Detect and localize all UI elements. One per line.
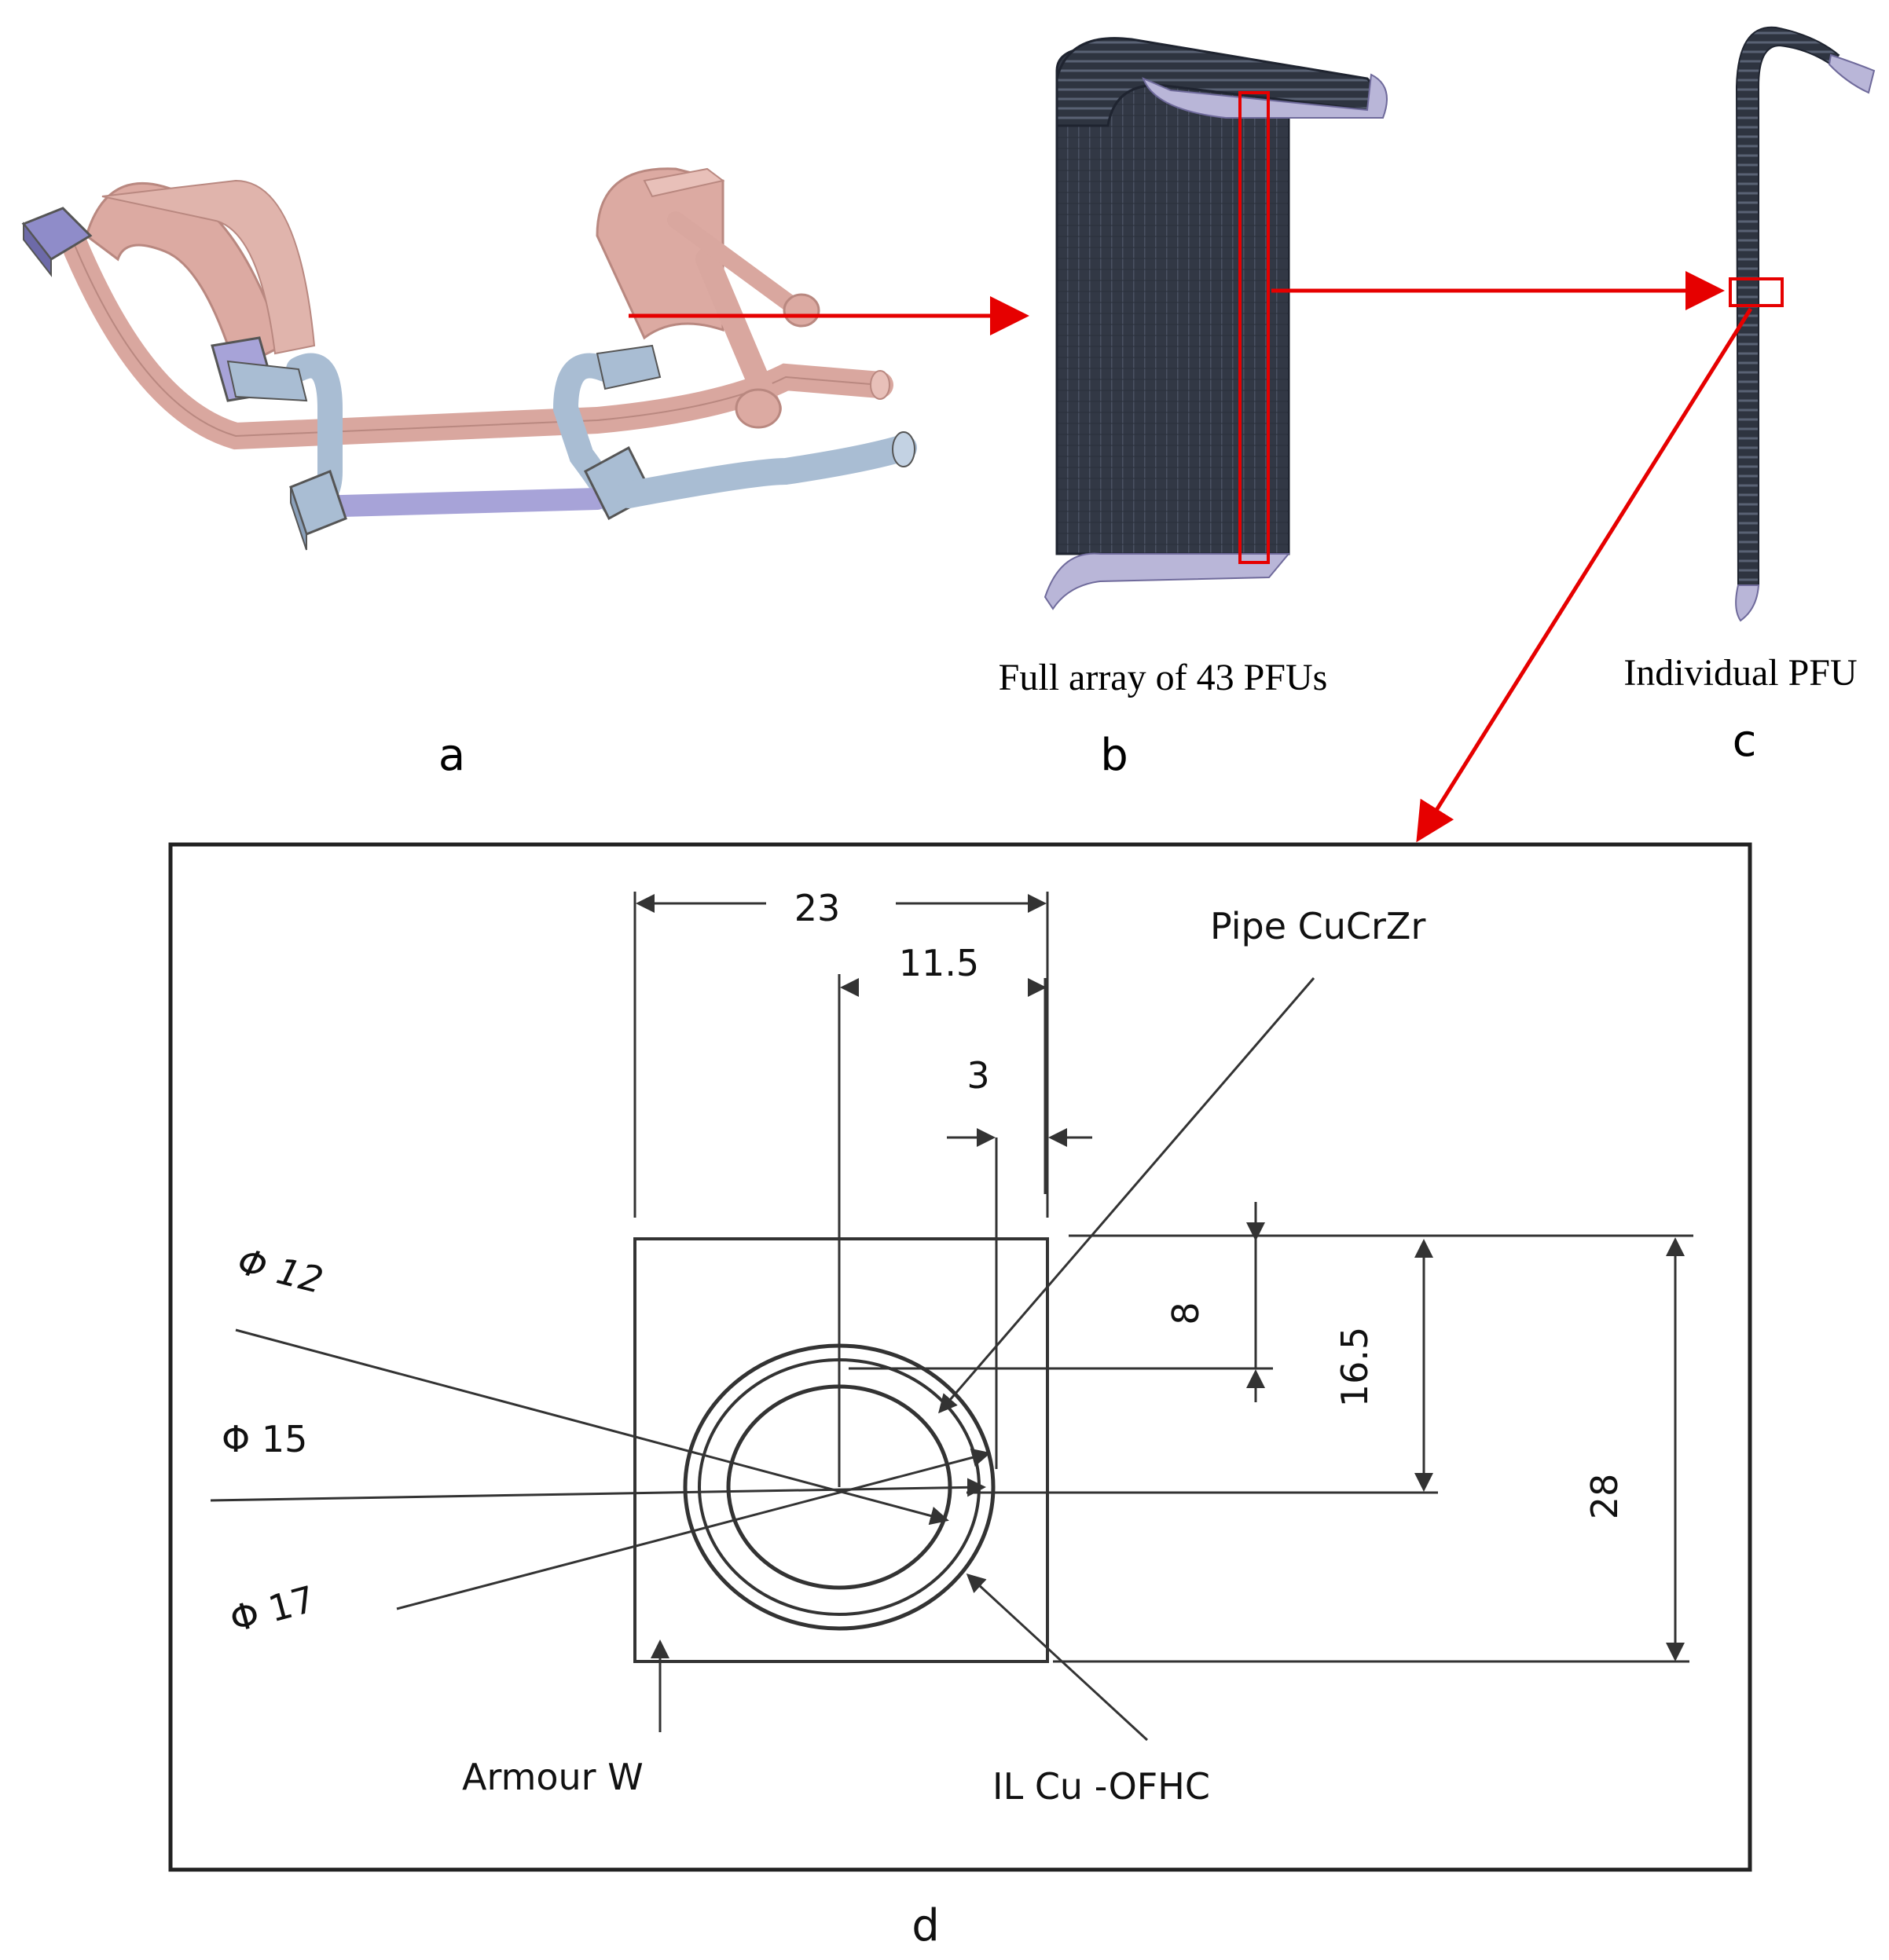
panel-b-letter: b xyxy=(1100,730,1128,781)
single-pfu-highlight xyxy=(1238,91,1270,564)
dim-top-to-center: 16.5 xyxy=(1333,1327,1376,1407)
panel-b-pfu-array: Full array of 43 PFUs b xyxy=(999,37,1725,781)
pfu-array-bottom-flange xyxy=(1044,552,1291,610)
panel-d-cross-section xyxy=(168,842,1752,1872)
dim-phi-15: Φ 15 xyxy=(222,1418,307,1460)
drawing-frame xyxy=(168,842,1752,1872)
dim-top-to-center-small: 8 xyxy=(1165,1302,1207,1324)
cross-section-highlight xyxy=(1729,277,1784,307)
arrow-c-to-d xyxy=(1416,307,1753,843)
label-pipe: Pipe CuCrZr xyxy=(1210,905,1425,947)
panel-c-caption: Individual PFU xyxy=(1623,652,1857,694)
panel-d-text: 23 11.5 3 8 16.5 28 Φ 12 Φ 15 Φ 17 Pipe … xyxy=(222,887,1626,1951)
dim-offset: 3 xyxy=(967,1054,989,1097)
purple-return-pipe xyxy=(303,488,608,518)
panel-b-caption: Full array of 43 PFUs xyxy=(999,657,1328,698)
panel-c-single-pfu: Individual PFU c xyxy=(1416,26,1876,843)
blue-outlet-pipe xyxy=(615,434,917,508)
armour-block xyxy=(633,1237,1049,1663)
dim-phi-17: Φ 17 xyxy=(226,1577,320,1640)
panel-c-letter: c xyxy=(1733,716,1757,767)
panel-d-letter: d xyxy=(911,1900,940,1951)
dim-phi-12: Φ 12 xyxy=(233,1240,327,1302)
dim-half-width: 11.5 xyxy=(899,942,979,984)
panel-a-letter: a xyxy=(438,730,465,781)
inner-target-plate xyxy=(596,167,724,340)
dim-height: 28 xyxy=(1583,1474,1626,1520)
panel-a-cassette: a xyxy=(21,167,1029,781)
label-interlayer: IL Cu -OFHC xyxy=(992,1765,1210,1808)
dim-width: 23 xyxy=(794,887,841,929)
label-armour: Armour W xyxy=(462,1756,644,1798)
